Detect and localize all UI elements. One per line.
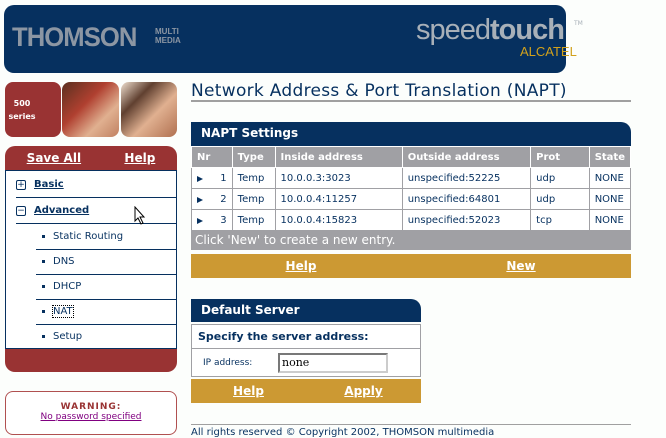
apply-link[interactable]: Apply [344,384,383,398]
napt-table: Nr Type Inside address Outside address P… [191,146,632,231]
header-banner [4,5,566,73]
speedtouch-logo: speedtouch [416,14,565,47]
cell-nr: 1 [220,172,227,184]
cell-prot: udp [530,188,590,210]
expand-icon[interactable]: + [16,179,26,190]
cell-type: Temp [231,188,276,210]
photo-girl [121,82,177,137]
col-prot: Prot [530,146,590,168]
menu-top-bar: Save All Help [5,146,177,170]
save-all-link[interactable]: Save All [26,151,82,165]
napt-new-link[interactable]: New [506,259,536,273]
multimedia-logo-text: MULTI MEDIA [155,27,181,45]
menu-label[interactable]: Setup [53,331,83,342]
table-header: Nr Type Inside address Outside address P… [191,146,632,168]
cell-outside: unspecified:52023 [401,209,532,231]
cell-nr: 2 [220,193,227,205]
cell-type: Temp [231,167,276,189]
col-outside: Outside address [401,146,532,168]
cell-inside: 10.0.0.4:15823 [274,209,403,231]
cell-nr: 3 [220,214,227,226]
cell-type: Temp [231,209,276,231]
trademark: TM [574,20,583,27]
cell-outside: unspecified:64801 [401,188,532,210]
series-label: 500 series [8,98,36,121]
alcatel-logo: ALCATEL [520,44,577,59]
bullet-icon [42,285,45,288]
server-help-link[interactable]: Help [233,384,264,398]
row-arrow-icon[interactable] [197,175,203,182]
menu-item-basic[interactable]: + Basic [16,172,176,198]
menu-label[interactable]: Advanced [34,205,90,216]
cell-state: NONE [588,188,632,210]
col-type: Type [231,146,276,168]
menu-label[interactable]: Static Routing [53,231,124,242]
menu-label[interactable]: Basic [34,179,64,190]
menu-label[interactable]: DHCP [53,281,82,292]
help-link[interactable]: Help [124,151,156,165]
default-server-panel: Default Server Specify the server addres… [191,299,421,403]
collapse-icon[interactable]: − [16,205,26,216]
ip-address-label: IP address: [203,357,253,368]
title-divider [191,100,631,102]
cell-prot: tcp [530,209,590,231]
col-nr: Nr [191,146,233,168]
row-arrow-icon[interactable] [197,217,203,224]
footer-divider [191,424,631,425]
copyright-footer: All rights reserved © Copyright 2002, TH… [191,427,495,438]
menu-subitem-dns[interactable]: DNS [36,249,176,275]
napt-action-bar: Help New [191,254,631,278]
thomson-logo: THOMSON [12,22,137,52]
no-password-link[interactable]: No password specified [40,412,142,422]
menu-bottom-bar [5,349,177,372]
menu-item-advanced[interactable]: −Advanced [16,198,176,225]
cell-outside: unspecified:52225 [401,167,532,189]
menu-subitem-nat[interactable]: NAT [36,299,176,325]
panel-heading: Default Server [191,299,421,322]
photo-people [62,82,119,137]
cell-state: NONE [588,209,632,231]
bullet-icon [42,235,45,238]
new-entry-hint: Click 'New' to create a new entry. [191,231,631,250]
server-instruction: Specify the server address: [192,325,420,349]
ip-address-input[interactable] [278,352,388,373]
col-inside: Inside address [274,146,403,168]
napt-help-link[interactable]: Help [285,259,317,273]
navigation-menu: + Basic −Advanced Static Routing DNS DHCP… [5,170,177,349]
menu-subitem-dhcp[interactable]: DHCP [36,274,176,300]
cell-inside: 10.0.0.4:11257 [274,188,403,210]
password-warning: WARNING: No password specified [5,391,177,435]
cell-inside: 10.0.0.3:3023 [274,167,403,189]
menu-label[interactable]: NAT [52,305,74,318]
cell-prot: udp [530,167,590,189]
cell-state: NONE [588,167,632,189]
warning-title: WARNING: [60,402,122,412]
logo-touch: touch [490,14,565,46]
page-title: Network Address & Port Translation (NAPT… [191,81,567,101]
logo-speed: speed [416,14,491,46]
menu-subitem-setup[interactable]: Setup [36,324,176,349]
bullet-icon [42,260,45,263]
menu-label[interactable]: DNS [53,256,75,267]
mouse-cursor-icon [134,206,146,225]
bullet-icon [42,310,45,313]
row-arrow-icon[interactable] [197,196,203,203]
menu-subitem-static-routing[interactable]: Static Routing [36,224,176,250]
bullet-icon [42,335,45,338]
napt-settings-panel: NAPT Settings Nr Type Inside address Out… [191,122,632,278]
panel-heading: NAPT Settings [191,122,631,146]
series-badge: 500 series [5,82,61,137]
col-state: State [588,146,632,168]
server-action-bar: Help Apply [191,379,421,403]
